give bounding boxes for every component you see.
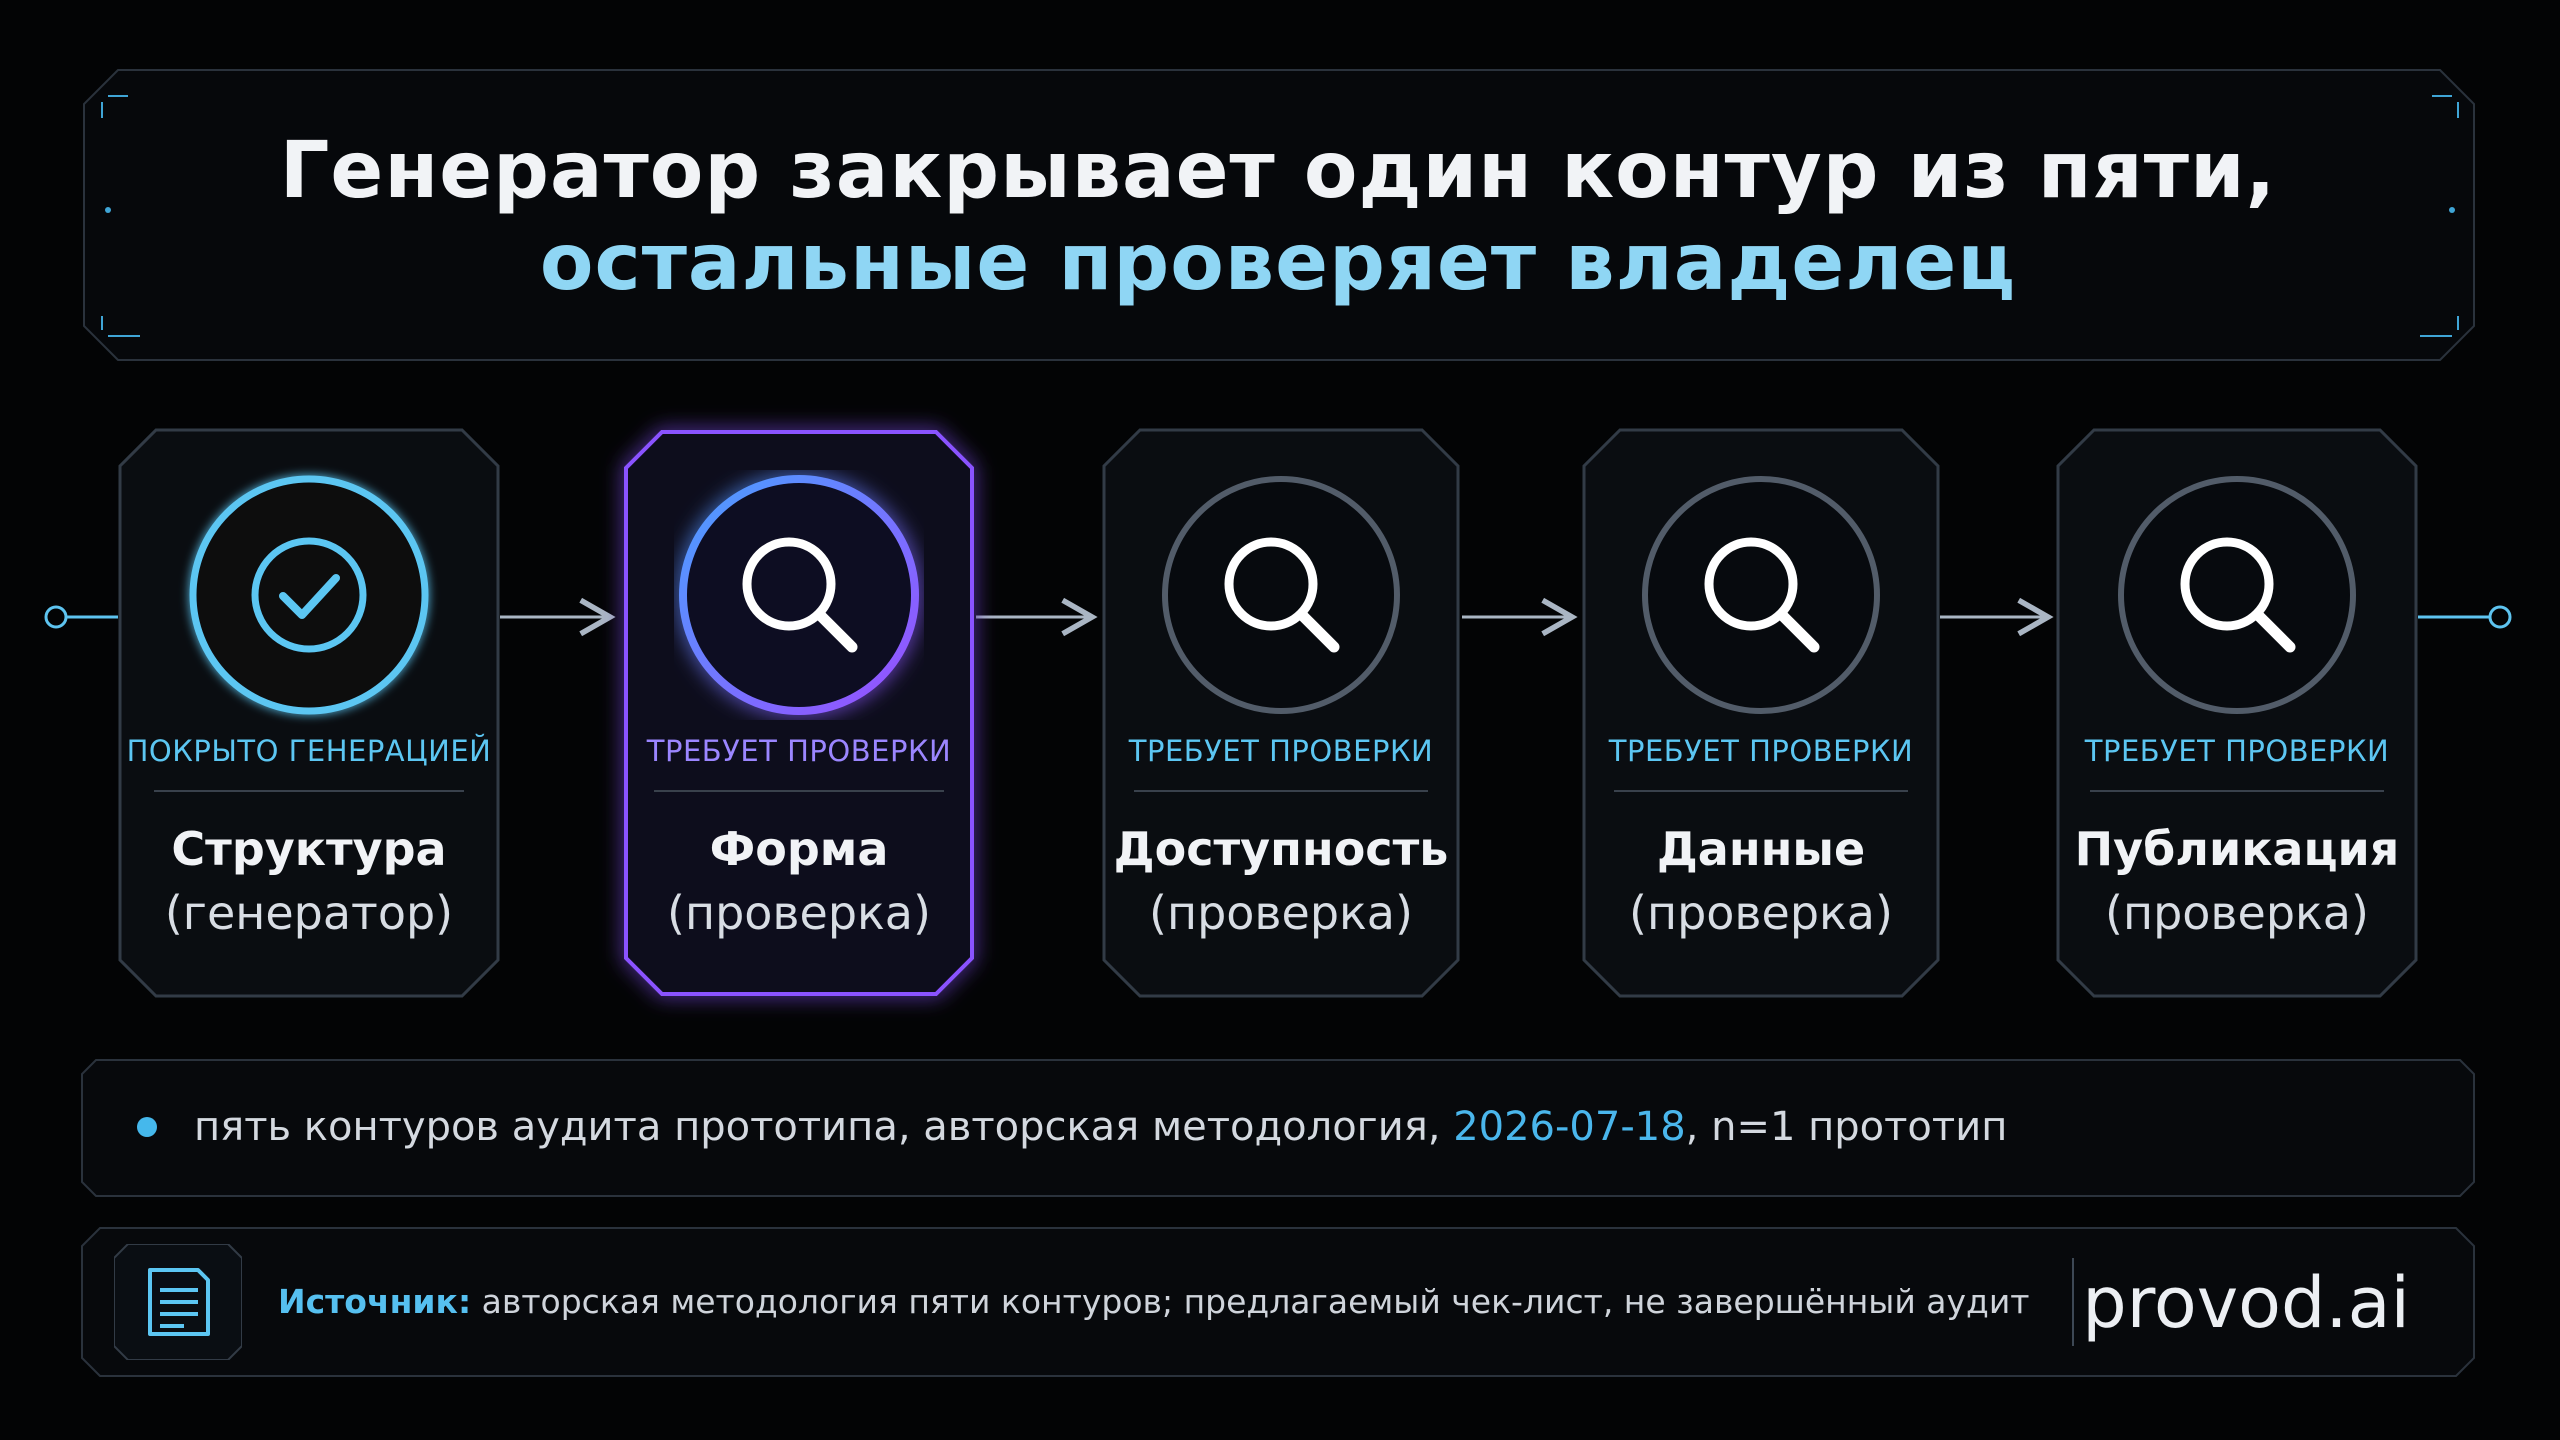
node-name: Публикация <box>2074 822 2400 876</box>
node-name: Доступность <box>1113 822 1449 876</box>
footer-panel: Источник: авторская методология пяти кон… <box>82 1228 2474 1376</box>
node-name: Форма <box>709 822 889 876</box>
node-form: ТРЕБУЕТ ПРОВЕРКИ Форма (проверка) <box>626 430 972 996</box>
node-status: ТРЕБУЕТ ПРОВЕРКИ <box>1128 734 1434 768</box>
node-publication: ТРЕБУЕТ ПРОВЕРКИ Публикация (проверка) <box>2058 430 2416 996</box>
node-name: Данные <box>1656 822 1866 876</box>
node-name: Структура <box>171 822 447 876</box>
node-subtitle: (проверка) <box>1629 886 1893 940</box>
note-panel: пять контуров аудита прототипа, авторска… <box>82 1060 2474 1196</box>
node-divider <box>2090 790 2384 792</box>
node-divider <box>654 790 944 792</box>
node-divider <box>1134 790 1428 792</box>
note-date: 2026-07-18 <box>1453 1104 1686 1150</box>
source-label: Источник: <box>278 1282 472 1321</box>
node-structure: ПОКРЫТО ГЕНЕРАЦИЕЙ Структура (генератор) <box>120 430 498 996</box>
node-status: ПОКРЫТО ГЕНЕРАЦИЕЙ <box>126 734 492 768</box>
document-icon <box>113 1243 243 1361</box>
magnifier-icon <box>1636 470 1886 724</box>
node-data: ТРЕБУЕТ ПРОВЕРКИ Данные (проверка) <box>1584 430 1938 996</box>
brand-logo-text: provod.ai <box>2082 1262 2410 1344</box>
note-text: пять контуров аудита прототипа, авторска… <box>194 1104 2007 1150</box>
title-line-2: остальные проверяет владелец <box>539 218 2017 308</box>
check-icon <box>184 470 434 724</box>
node-subtitle: (проверка) <box>2105 886 2369 940</box>
note-text-main: пять контуров аудита прототипа, авторска… <box>194 1104 1454 1150</box>
node-subtitle: (проверка) <box>1149 886 1413 940</box>
node-subtitle: (проверка) <box>667 886 931 940</box>
node-divider <box>1614 790 1908 792</box>
node-divider <box>154 790 464 792</box>
source-text: Источник: авторская методология пяти кон… <box>278 1282 2030 1321</box>
node-status: ТРЕБУЕТ ПРОВЕРКИ <box>646 734 952 768</box>
magnifier-icon <box>674 470 924 724</box>
node-accessibility: ТРЕБУЕТ ПРОВЕРКИ Доступность (проверка) <box>1104 430 1458 996</box>
bullet-dot-icon <box>137 1117 157 1137</box>
magnifier-icon <box>1156 470 1406 724</box>
node-subtitle: (генератор) <box>164 886 454 940</box>
source-description: авторская методология пяти контуров; пре… <box>471 1282 2030 1321</box>
node-status: ТРЕБУЕТ ПРОВЕРКИ <box>1608 734 1914 768</box>
node-status: ТРЕБУЕТ ПРОВЕРКИ <box>2084 734 2390 768</box>
title-panel: Генератор закрывает один контур из пяти,… <box>82 70 2474 360</box>
title-line-1: Генератор закрывает один контур из пяти, <box>279 126 2277 216</box>
footer-divider <box>2072 1258 2074 1346</box>
note-text-tail: , n=1 прототип <box>1685 1104 2008 1150</box>
magnifier-icon <box>2112 470 2362 724</box>
